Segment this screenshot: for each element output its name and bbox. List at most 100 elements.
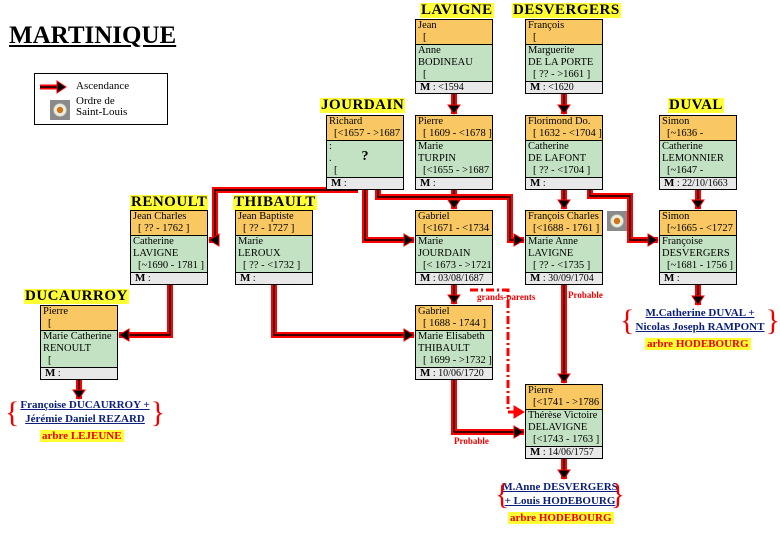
wife-last-name: TURPIN bbox=[418, 153, 456, 164]
husband-dates: [ 1688 - 1744 ] bbox=[423, 318, 486, 329]
descendant-line1[interactable]: M.Catherine DUVAL + bbox=[645, 307, 755, 319]
marriage-row: M : bbox=[41, 367, 117, 379]
marriage-row: M : bbox=[131, 272, 207, 284]
brace-icon: } bbox=[610, 478, 625, 511]
marriage-row: M : 10/06/1720 bbox=[416, 367, 492, 379]
tree-link[interactable]: arbre HODEBOURG bbox=[645, 338, 751, 350]
husband: Pierre[ bbox=[41, 306, 117, 331]
marriage-date: 14/06/1757 bbox=[548, 447, 594, 458]
wife-dates: [~1681 - 1756 ] bbox=[667, 260, 734, 271]
connector-line bbox=[119, 284, 171, 336]
marriage-label: M bbox=[331, 177, 342, 189]
family-name-header: LAVIGNE bbox=[420, 2, 494, 18]
husband-dates: [ 1609 - <1678 ] bbox=[423, 128, 492, 139]
descendant-line2[interactable]: Jérémie Daniel REZARD bbox=[25, 413, 145, 425]
connector-line bbox=[589, 189, 658, 241]
husband-name: Jean bbox=[418, 20, 437, 31]
arrowhead-icon bbox=[208, 233, 220, 247]
wife-last-name: LAVIGNE bbox=[528, 248, 574, 259]
husband-name: Richard bbox=[329, 116, 363, 127]
brace-icon: { bbox=[5, 396, 20, 429]
wife-first-name: Marie bbox=[238, 236, 264, 247]
wife-dates: [<1655 - >1687 ] bbox=[423, 165, 493, 176]
marriage-date: 22/10/1663 bbox=[682, 178, 728, 189]
husband: François Charles[<1688 - 1761 ] bbox=[526, 211, 602, 236]
arrowhead-icon bbox=[557, 373, 571, 384]
wife-first-name: Marguerite bbox=[528, 45, 575, 56]
husband-name: Pierre bbox=[528, 385, 554, 396]
descendant-link[interactable]: {}Françoise DUCAURROY + Jérémie Daniel RE… bbox=[5, 396, 165, 429]
descendant-line2[interactable]: Nicolas Joseph RAMPONT bbox=[635, 321, 765, 333]
wife-dates: [ bbox=[334, 165, 338, 176]
wife-first-name: Marie bbox=[418, 236, 444, 247]
arrowhead-icon bbox=[72, 389, 86, 400]
wife-dates: [<1743 - 1763 ] bbox=[533, 434, 600, 445]
brace-icon: { bbox=[620, 304, 635, 337]
husband: François[ bbox=[526, 20, 602, 45]
husband-dates: [ bbox=[423, 32, 427, 43]
descendant-link[interactable]: {} M.Catherine DUVAL + Nicolas Joseph RAMP… bbox=[620, 304, 780, 337]
ascendance-arrow-icon bbox=[40, 80, 67, 94]
family-name-header: DUVAL bbox=[668, 97, 724, 113]
brace-icon: } bbox=[150, 396, 165, 429]
descendant-link[interactable]: {}M.Anne DESVERGERS+ Louis HODEBOURG bbox=[495, 478, 625, 511]
husband-name: Simon bbox=[662, 211, 690, 222]
saint-louis-medal-icon bbox=[50, 100, 70, 120]
marriage-row: M : bbox=[526, 177, 602, 189]
husband-name: Gabriel bbox=[418, 306, 450, 317]
saint-louis-medal-icon bbox=[607, 211, 627, 231]
couple-box[interactable]: Richard[<1657 - >1687 ]:?.[M : bbox=[326, 115, 404, 190]
marriage-label: M bbox=[530, 272, 541, 284]
husband-dates: [~1665 - <1727 ] bbox=[667, 223, 737, 234]
descendant-line1[interactable]: Françoise DUCAURROY + bbox=[20, 399, 150, 411]
arrowhead-icon bbox=[513, 425, 525, 439]
family-name-header: DESVERGERS bbox=[512, 2, 621, 18]
wife-last-name: BODINEAU bbox=[418, 57, 473, 68]
couple-box[interactable]: François Charles[<1688 - 1761 ]Marie Ann… bbox=[525, 210, 603, 285]
husband-dates: [ ?? - 1762 ] bbox=[138, 223, 190, 234]
brace-icon: } bbox=[765, 304, 780, 337]
arrowhead-icon bbox=[118, 328, 130, 342]
marriage-label: M bbox=[420, 272, 431, 284]
family-name-header: THIBAULT bbox=[233, 194, 317, 210]
wife-last-name: JOURDAIN bbox=[418, 248, 471, 259]
descendant-line2[interactable]: + Louis HODEBOURG bbox=[504, 495, 616, 507]
marriage-row: M : bbox=[416, 177, 492, 189]
wife-dates: [ bbox=[48, 355, 52, 366]
tree-link[interactable]: arbre LEJEUNE bbox=[40, 430, 124, 442]
wife-first-name: Catherine bbox=[528, 141, 569, 152]
note-probable: Probable bbox=[568, 290, 603, 300]
marriage-date: 03/08/1687 bbox=[438, 273, 484, 284]
marriage-row: M : 30/09/1704 bbox=[526, 272, 602, 284]
tree-link[interactable]: arbre HODEBOURG bbox=[508, 512, 614, 524]
husband: Jean Baptiste[ ?? - 1727 ] bbox=[236, 211, 312, 236]
family-name-header: JOURDAIN bbox=[320, 97, 406, 113]
descendant-line1[interactable]: M.Anne DESVERGERS bbox=[502, 481, 618, 493]
wife-last-name: DELAVIGNE bbox=[528, 422, 588, 433]
wife-first-name: Catherine bbox=[133, 236, 174, 247]
marriage-label: M bbox=[530, 81, 541, 93]
husband-name: François Charles bbox=[528, 211, 599, 222]
marriage-date: 10/06/1720 bbox=[438, 368, 484, 379]
husband-name: François bbox=[528, 20, 565, 31]
wife-last-name: RENOULT bbox=[43, 343, 92, 354]
husband: Jean Charles[ ?? - 1762 ] bbox=[131, 211, 207, 236]
arrowhead-icon bbox=[447, 104, 461, 115]
wife-dates: [ bbox=[423, 69, 427, 80]
